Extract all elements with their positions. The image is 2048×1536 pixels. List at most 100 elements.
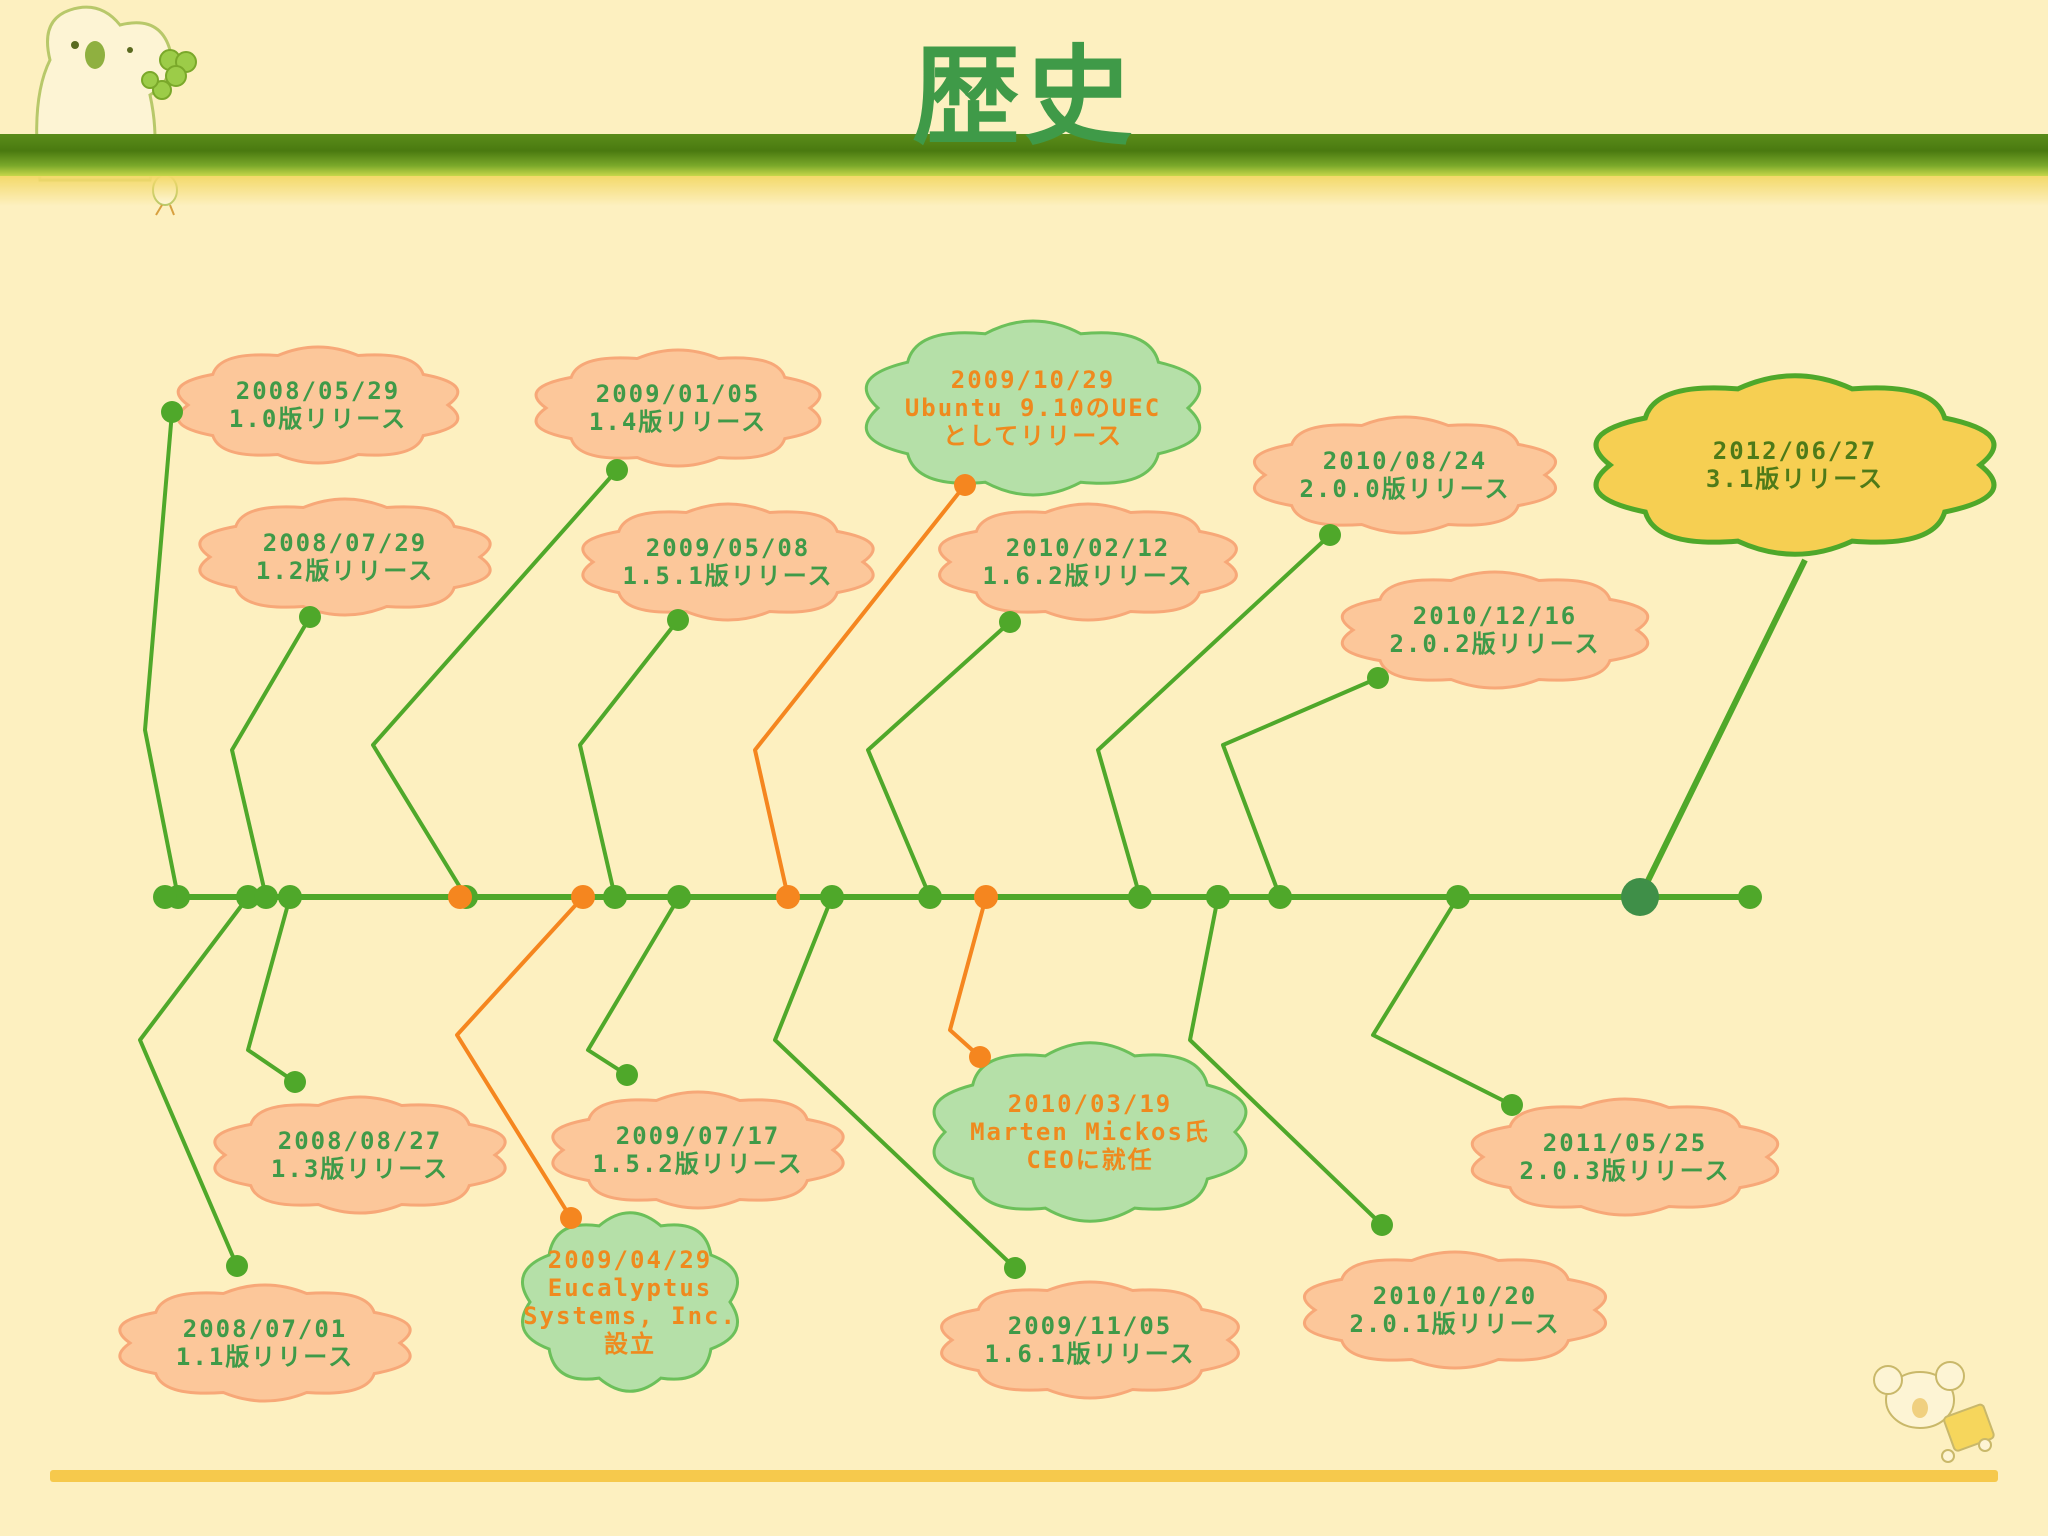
event-date: 2010/03/19: [1007, 1090, 1173, 1118]
connector-end-dot: [1501, 1094, 1523, 1116]
release-balloon: [198, 497, 492, 617]
connector-end-dot: [161, 401, 183, 423]
release-balloon: [1470, 1097, 1780, 1217]
page-title: 歴史: [911, 35, 1136, 160]
event-label: 2.0.2版リリース: [1389, 630, 1601, 658]
connector-line: [1371, 895, 1513, 1107]
balloons: [118, 319, 1997, 1403]
connector-line: [866, 620, 1012, 898]
connectors: [138, 411, 1808, 1270]
footer-line: [50, 1470, 1998, 1482]
event-date: 2009/11/05: [1007, 1312, 1173, 1340]
timeline-dots: [153, 401, 1762, 1279]
event-date: 2009/07/17: [615, 1122, 781, 1150]
connector-line: [371, 468, 619, 899]
timeline-dot: [448, 885, 472, 909]
release-balloon: [551, 1090, 845, 1210]
connector-line: [578, 618, 680, 898]
event-label: Marten Mickos氏 CEOに就任: [970, 1118, 1210, 1174]
connector-line: [773, 896, 1017, 1270]
timeline-dot: [1738, 885, 1762, 909]
connector-line: [948, 896, 988, 1059]
connector-line: [230, 615, 312, 898]
release-balloon: [176, 345, 460, 465]
event-date: 2009/10/29: [950, 366, 1116, 394]
event-balloon: [520, 1211, 740, 1393]
connector-line: [1221, 676, 1379, 898]
event-date: 2010/08/24: [1322, 447, 1488, 475]
title-bar: [0, 134, 2048, 176]
event-date: 2012/06/27: [1712, 437, 1878, 465]
event-date: 2009/04/29: [547, 1246, 713, 1274]
connector-end-dot: [616, 1064, 638, 1086]
event-label: 1.3版リリース: [270, 1155, 450, 1183]
latest-release-balloon: [1593, 373, 1997, 557]
connector-end-dot: [299, 606, 321, 628]
connector-end-dot: [1367, 667, 1389, 689]
connector-line: [1188, 896, 1384, 1227]
connector-end-dot: [560, 1207, 582, 1229]
timeline-dot: [571, 885, 595, 909]
event-label: 1.4版リリース: [588, 408, 768, 436]
connector-line: [138, 895, 250, 1267]
event-date: 2008/07/29: [262, 529, 428, 557]
timeline-dot: [1621, 878, 1659, 916]
event-date: 2010/02/12: [1005, 534, 1171, 562]
clover-icon: [141, 49, 197, 100]
event-label: Eucalyptus Systems, Inc. 設立: [523, 1274, 737, 1358]
timeline-dot: [1206, 885, 1230, 909]
event-date: 2009/05/08: [645, 534, 811, 562]
timeline-dot: [254, 885, 278, 909]
release-balloon: [938, 502, 1238, 622]
release-balloon: [1340, 570, 1650, 690]
connector-end-dot: [226, 1255, 248, 1277]
event-date: 2008/05/29: [235, 377, 401, 405]
event-date: 2010/12/16: [1412, 602, 1578, 630]
timeline-dot: [153, 885, 177, 909]
connector-end-dot: [1371, 1214, 1393, 1236]
event-label: 2.0.3版リリース: [1519, 1157, 1731, 1185]
release-balloon: [940, 1280, 1240, 1400]
timeline-dot: [1128, 885, 1152, 909]
connector-line: [1096, 533, 1332, 898]
connector-end-dot: [284, 1071, 306, 1093]
event-label: 1.0版リリース: [228, 405, 408, 433]
connector-line: [143, 411, 180, 898]
connector-line: [586, 895, 681, 1077]
release-balloon: [1302, 1250, 1608, 1370]
event-label: 2.0.1版リリース: [1349, 1310, 1561, 1338]
event-balloon: [865, 319, 1201, 497]
event-date: 2010/10/20: [1372, 1282, 1538, 1310]
timeline-dot: [603, 885, 627, 909]
event-label: 1.6.2版リリース: [982, 562, 1194, 590]
timeline-dot: [776, 885, 800, 909]
event-balloon: [932, 1041, 1248, 1223]
connector-line: [455, 895, 585, 1220]
connector-end-dot: [667, 609, 689, 631]
timeline-dot: [918, 885, 942, 909]
event-label: 1.6.1版リリース: [984, 1340, 1196, 1368]
release-balloon: [118, 1283, 412, 1403]
connector-line: [246, 896, 297, 1084]
event-label: 1.5.2版リリース: [592, 1150, 804, 1178]
event-label: Ubuntu 9.10のUEC としてリリース: [904, 394, 1162, 450]
release-balloon: [534, 348, 822, 468]
connector-line: [753, 483, 967, 898]
release-balloon: [581, 502, 875, 622]
release-balloon: [213, 1095, 507, 1215]
connector-end-dot: [999, 611, 1021, 633]
event-date: 2011/05/25: [1542, 1129, 1708, 1157]
